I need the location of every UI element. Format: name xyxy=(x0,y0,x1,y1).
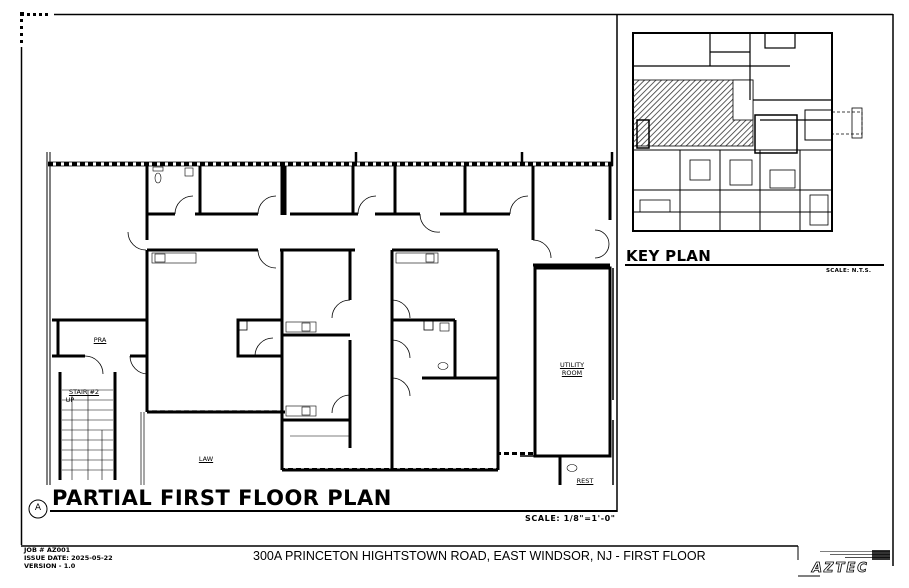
version: VERSION - 1.0 xyxy=(24,562,76,570)
key-plan-drawing xyxy=(632,32,863,232)
key-plan-title: KEY PLAN xyxy=(626,247,712,265)
room-label-utility: UTILITY xyxy=(559,361,585,369)
room-label-stair: STAIR #2 xyxy=(68,388,100,396)
title-block-info: JOB # AZ001 ISSUE DATE: 2025-05-22 VERSI… xyxy=(24,546,113,570)
main-plan-walls xyxy=(46,152,614,485)
stair-direction-label: UP xyxy=(65,396,75,404)
room-label-utility-2: ROOM xyxy=(561,369,583,377)
main-plan-scale: SCALE: 1/8"=1'-0" xyxy=(525,514,616,523)
room-label-law: LAW xyxy=(198,455,214,463)
plan-marker-letter: A xyxy=(34,503,42,513)
project-address: 300A PRINCETON HIGHTSTOWN ROAD, EAST WIN… xyxy=(253,549,706,563)
room-label-rest: REST xyxy=(576,477,594,485)
room-label-pra: PRA xyxy=(93,336,107,344)
issue-date: ISSUE DATE: 2025-05-22 xyxy=(24,554,113,562)
key-plan-scale: SCALE: N.T.S. xyxy=(826,268,872,274)
sheet-border xyxy=(20,12,894,566)
job-number: JOB # AZ001 xyxy=(24,546,71,554)
logo-dot-grid xyxy=(820,550,890,560)
aztec-logo: AZTEC xyxy=(812,561,869,577)
main-plan-title: PARTIAL FIRST FLOOR PLAN xyxy=(52,486,392,510)
plan-marker-circle xyxy=(28,499,48,519)
